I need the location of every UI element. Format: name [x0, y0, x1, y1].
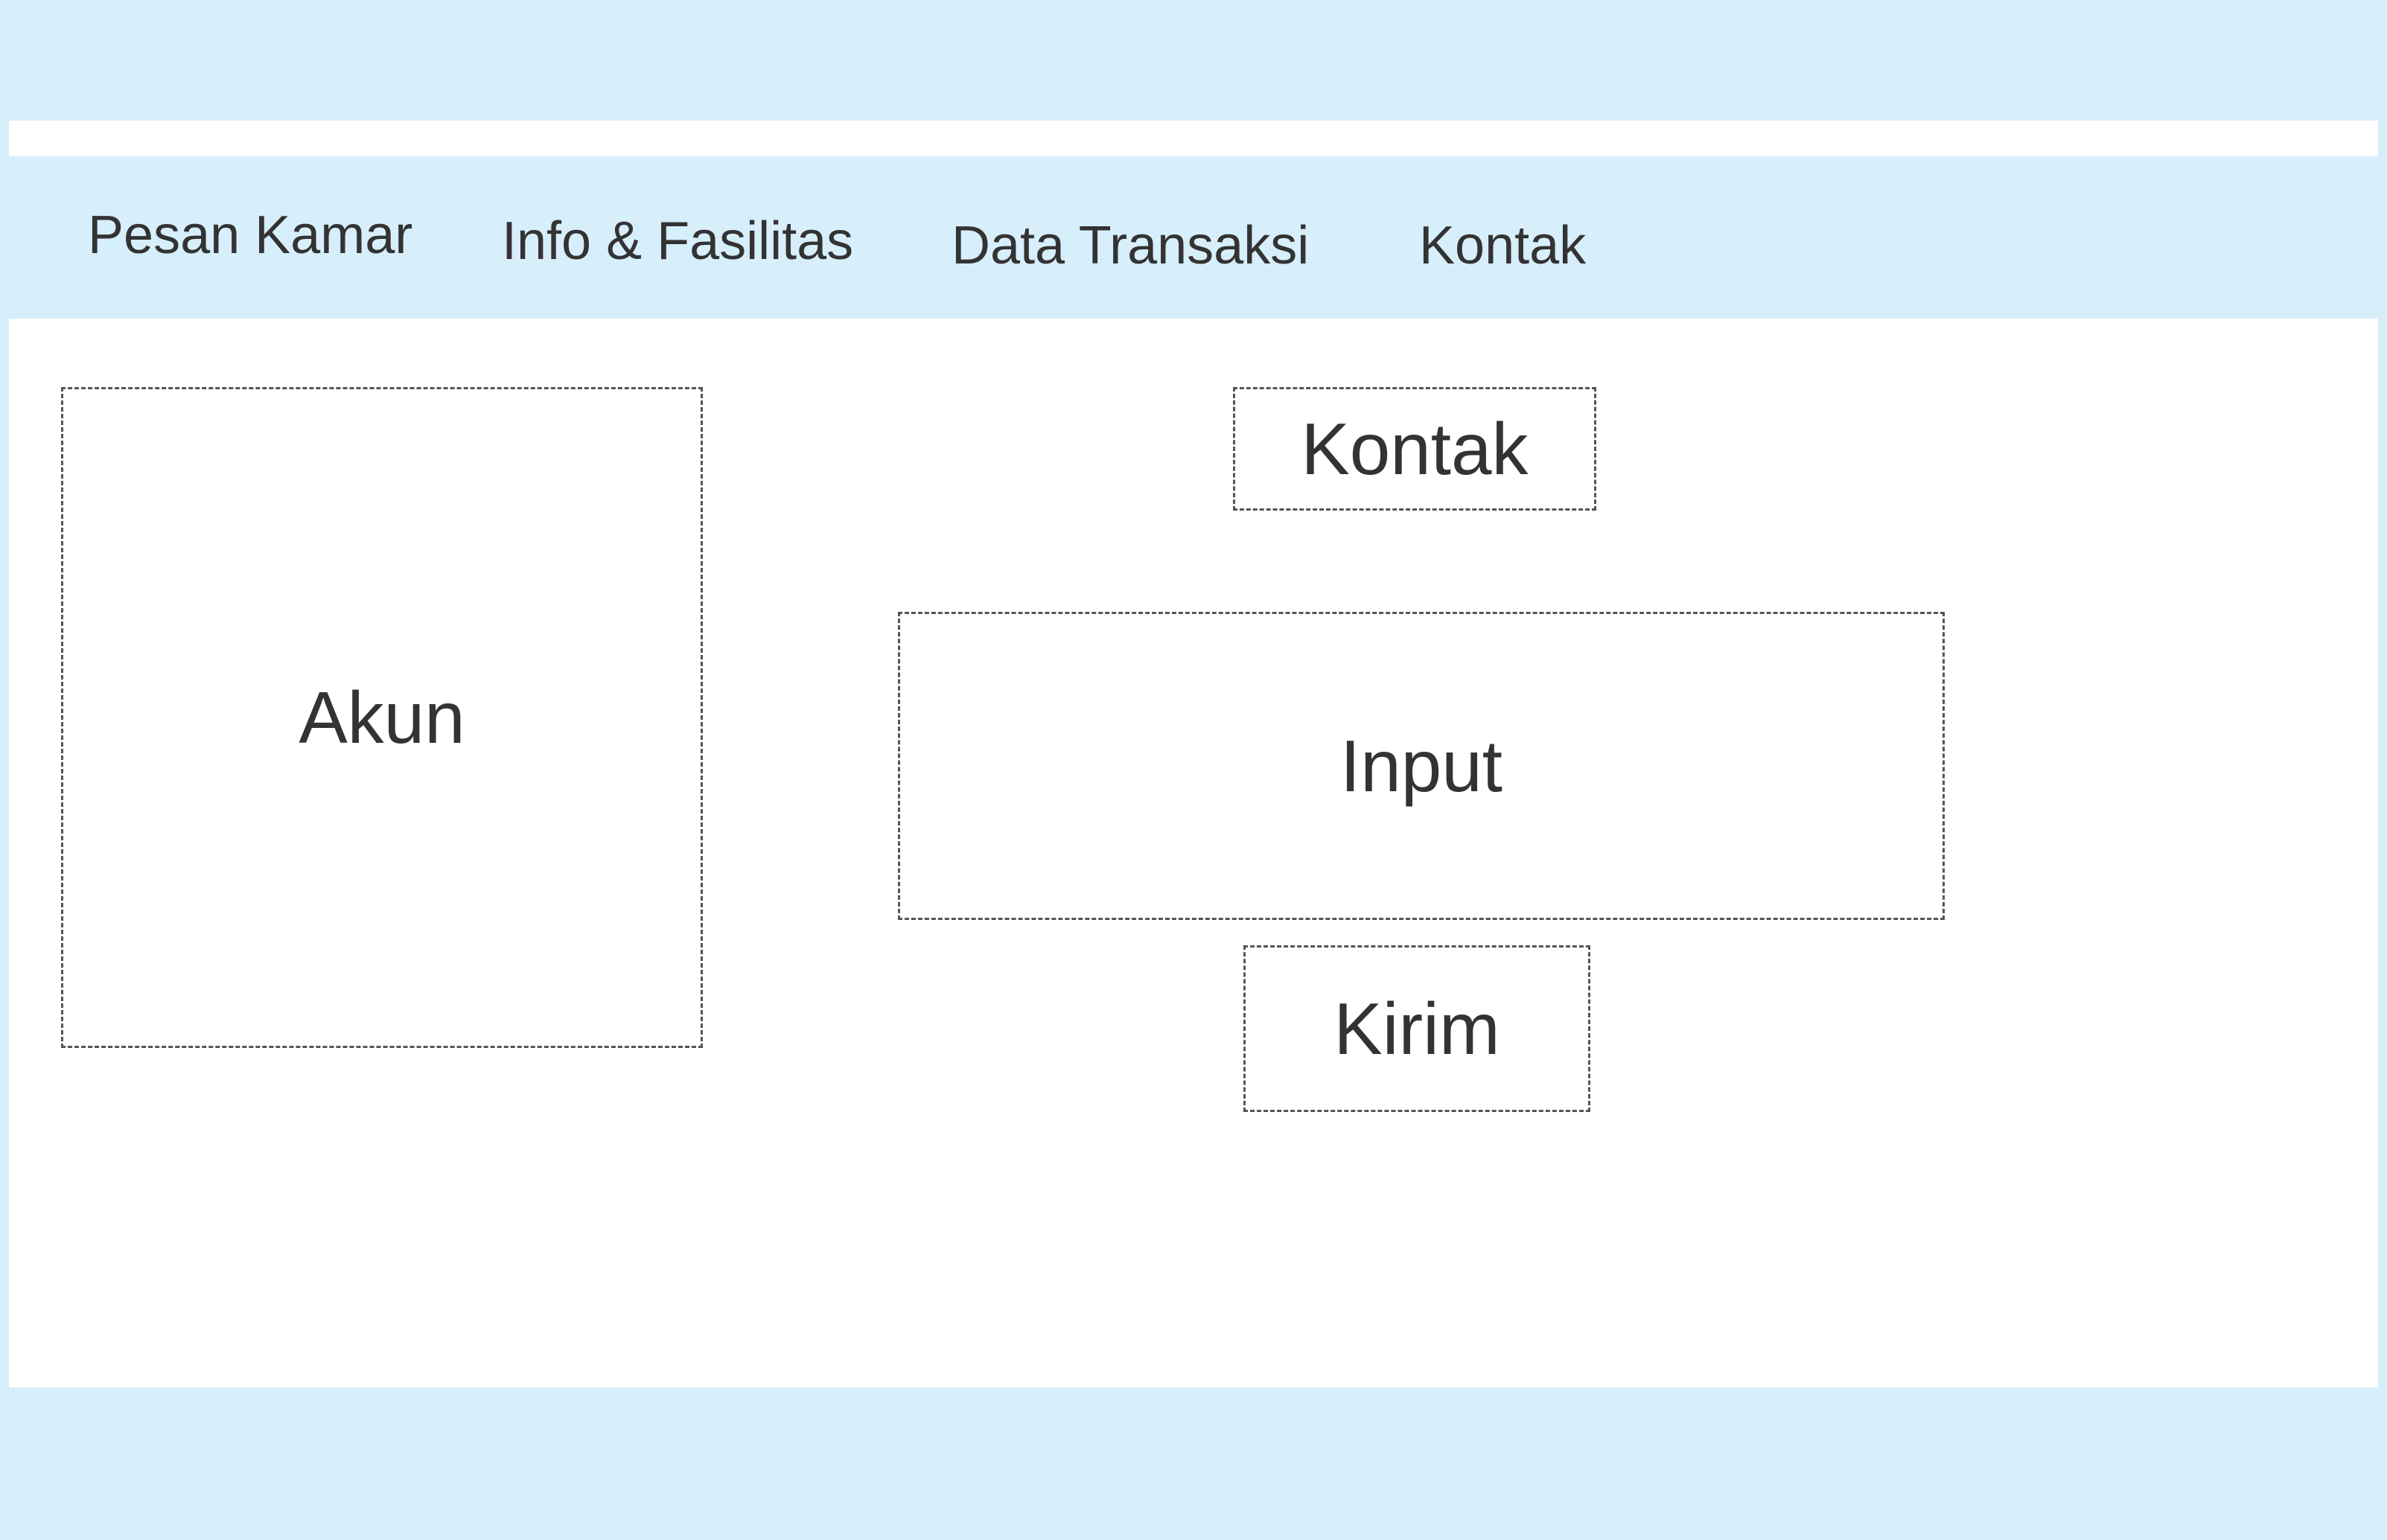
nav-item-info-fasilitas[interactable]: Info & Fasilitas	[502, 211, 854, 271]
main-navbar: Pesan Kamar Info & Fasilitas Data Transa…	[9, 156, 2378, 319]
page-title: Kontak	[1301, 408, 1529, 490]
send-button-label: Kirim	[1333, 988, 1500, 1070]
header-separator	[9, 121, 2378, 156]
send-button[interactable]: Kirim	[1243, 945, 1590, 1112]
contact-title-box: Kontak	[1233, 387, 1596, 511]
nav-item-pesan-kamar[interactable]: Pesan Kamar	[88, 205, 413, 265]
nav-item-data-transaksi[interactable]: Data Transaksi	[952, 216, 1310, 275]
footer-bar	[0, 1387, 2387, 1540]
top-header-bar	[0, 0, 2387, 121]
main-content: Akun Kontak Input Kirim	[9, 319, 2378, 1387]
nav-item-kontak[interactable]: Kontak	[1419, 216, 1587, 275]
message-input-area[interactable]: Input	[898, 612, 1945, 920]
account-panel[interactable]: Akun	[61, 387, 703, 1048]
account-panel-label: Akun	[299, 677, 465, 758]
message-input-label: Input	[1340, 725, 1502, 807]
